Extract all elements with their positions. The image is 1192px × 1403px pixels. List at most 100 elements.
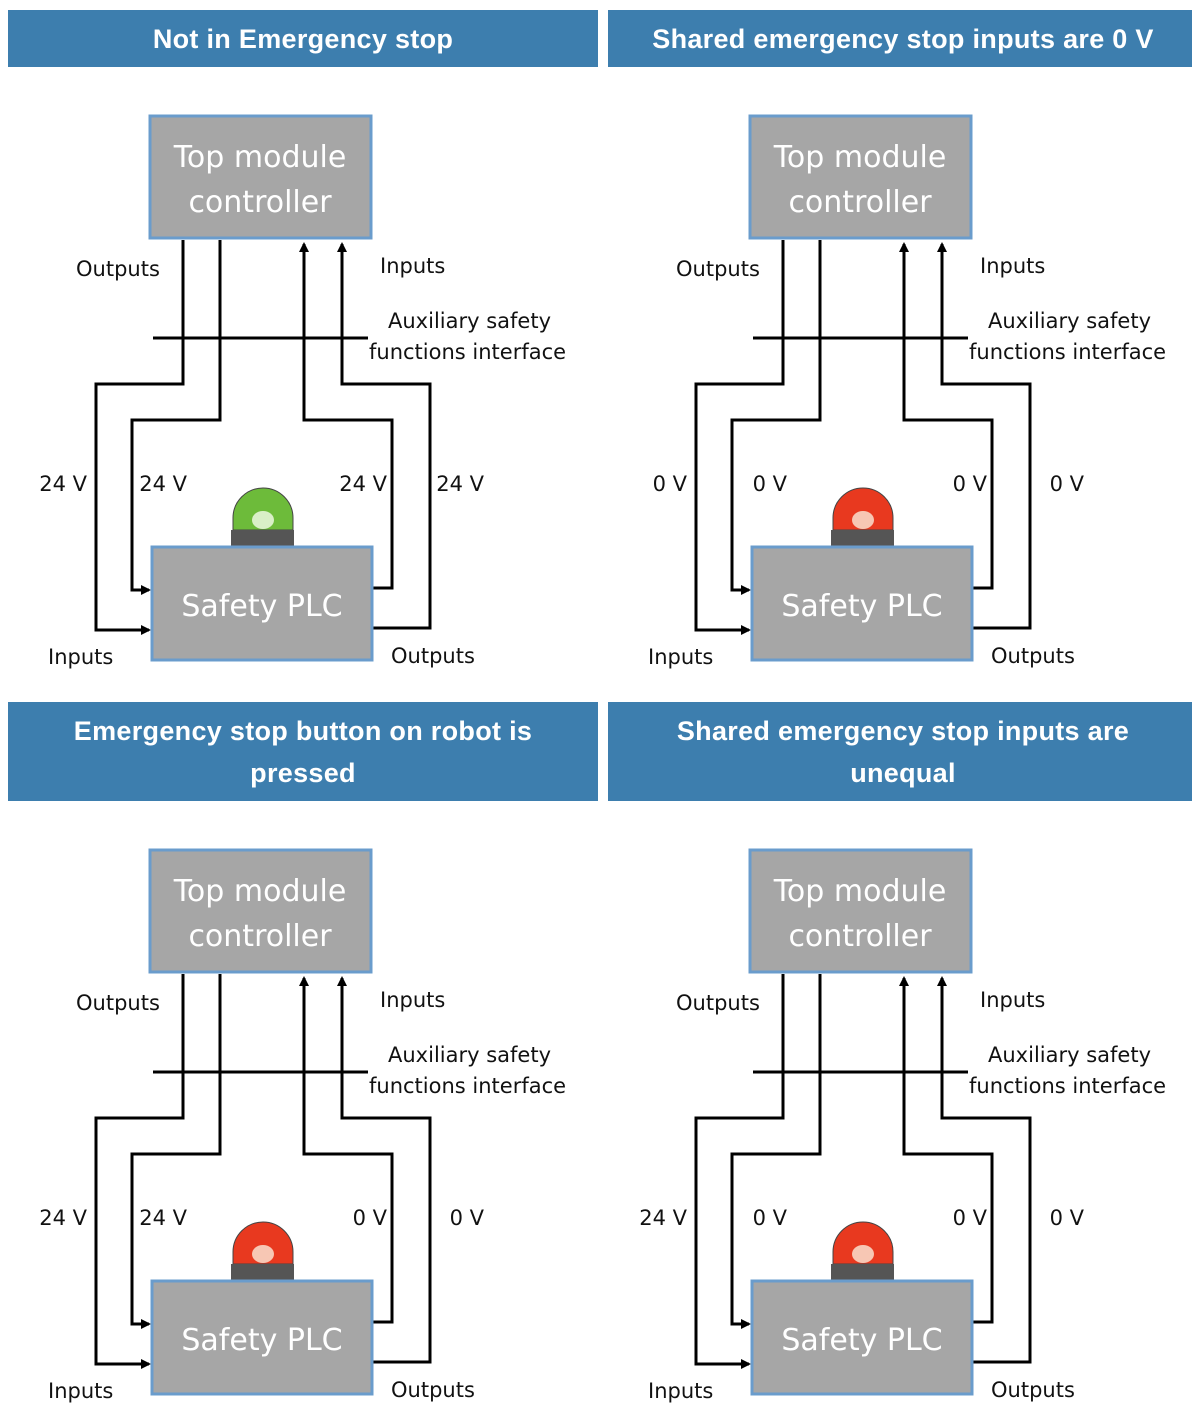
beacon-highlight bbox=[252, 1245, 274, 1263]
aux-label-line1: Auxiliary safety bbox=[988, 309, 1151, 333]
voltage-label-4: 0 V bbox=[450, 1206, 485, 1230]
beacon-highlight bbox=[852, 511, 874, 529]
output-wire-2 bbox=[130, 240, 222, 595]
top-box-label-line1: Top module bbox=[773, 874, 947, 909]
diagram-panel-not-in-estop: Not in Emergency stop Top module controll… bbox=[0, 0, 600, 702]
safety-plc-box bbox=[750, 1279, 974, 1396]
safety-plc-label: Safety PLC bbox=[181, 589, 342, 624]
beacon-light-icon bbox=[232, 1221, 294, 1265]
plc-inputs-label: Inputs bbox=[648, 1379, 713, 1403]
safety-plc-label: Safety PLC bbox=[781, 589, 942, 624]
voltage-label-3: 0 V bbox=[953, 472, 988, 496]
beacon-light-icon bbox=[832, 487, 894, 531]
safety-plc-box bbox=[150, 545, 374, 662]
beacon-highlight bbox=[252, 511, 274, 529]
safety-plc-label: Safety PLC bbox=[781, 1323, 942, 1358]
panel-title: Emergency stop button on robot is presse… bbox=[8, 702, 598, 801]
diagram-panel-robot-estop-pressed: Emergency stop button on robot is presse… bbox=[0, 692, 600, 1403]
output-wire-1 bbox=[94, 974, 185, 1369]
plc-outputs-label: Outputs bbox=[991, 644, 1075, 668]
top-inputs-label: Inputs bbox=[380, 988, 445, 1012]
top-box-label-line2: controller bbox=[188, 919, 332, 954]
top-inputs-label: Inputs bbox=[380, 254, 445, 278]
plc-inputs-label: Inputs bbox=[648, 645, 713, 669]
plc-outputs-label: Outputs bbox=[991, 1378, 1075, 1402]
voltage-label-3: 0 V bbox=[353, 1206, 388, 1230]
top-box-label-line1: Top module bbox=[173, 874, 347, 909]
top-module-controller-box bbox=[148, 848, 373, 974]
output-wire-2 bbox=[730, 974, 822, 1329]
plc-inputs-label: Inputs bbox=[48, 645, 113, 669]
aux-label-line2: functions interface bbox=[969, 340, 1166, 364]
top-inputs-label: Inputs bbox=[980, 254, 1045, 278]
input-wire-1 bbox=[299, 242, 394, 590]
safety-plc-box bbox=[750, 545, 974, 662]
top-outputs-label: Outputs bbox=[676, 991, 760, 1015]
top-inputs-label: Inputs bbox=[980, 988, 1045, 1012]
voltage-label-1: 0 V bbox=[653, 472, 688, 496]
voltage-label-1: 24 V bbox=[639, 1206, 687, 1230]
safety-plc-label: Safety PLC bbox=[181, 1323, 342, 1358]
beacon-base bbox=[231, 530, 294, 547]
top-module-controller-box bbox=[748, 114, 973, 240]
top-outputs-label: Outputs bbox=[76, 257, 160, 281]
input-wire-1 bbox=[299, 976, 394, 1324]
aux-label-line2: functions interface bbox=[369, 340, 566, 364]
beacon-highlight bbox=[852, 1245, 874, 1263]
output-wire-2 bbox=[130, 974, 222, 1329]
top-box-label-line1: Top module bbox=[773, 140, 947, 175]
voltage-label-4: 0 V bbox=[1050, 1206, 1085, 1230]
plc-inputs-label: Inputs bbox=[48, 1379, 113, 1403]
voltage-label-2: 24 V bbox=[139, 1206, 187, 1230]
beacon-base bbox=[831, 530, 894, 547]
beacon-base bbox=[231, 1264, 294, 1281]
aux-label-line2: functions interface bbox=[369, 1074, 566, 1098]
top-box-label-line2: controller bbox=[788, 919, 932, 954]
aux-label-line1: Auxiliary safety bbox=[388, 1043, 551, 1067]
plc-outputs-label: Outputs bbox=[391, 1378, 475, 1402]
voltage-label-3: 0 V bbox=[953, 1206, 988, 1230]
voltage-label-3: 24 V bbox=[339, 472, 387, 496]
aux-label-line1: Auxiliary safety bbox=[388, 309, 551, 333]
top-box-label-line2: controller bbox=[188, 185, 332, 220]
beacon-base bbox=[831, 1264, 894, 1281]
plc-outputs-label: Outputs bbox=[391, 644, 475, 668]
input-wire-1 bbox=[899, 976, 994, 1324]
output-wire-2 bbox=[730, 240, 822, 595]
top-box-label-line1: Top module bbox=[173, 140, 347, 175]
voltage-label-2: 0 V bbox=[753, 1206, 788, 1230]
panel-title: Shared emergency stop inputs are 0 V bbox=[608, 10, 1192, 67]
voltage-label-4: 0 V bbox=[1050, 472, 1085, 496]
voltage-label-4: 24 V bbox=[436, 472, 484, 496]
output-wire-1 bbox=[694, 974, 785, 1369]
output-wire-1 bbox=[94, 240, 185, 635]
voltage-label-2: 0 V bbox=[753, 472, 788, 496]
voltage-label-1: 24 V bbox=[39, 472, 87, 496]
top-outputs-label: Outputs bbox=[676, 257, 760, 281]
output-wire-1 bbox=[694, 240, 785, 635]
input-wire-1 bbox=[899, 242, 994, 590]
voltage-label-1: 24 V bbox=[39, 1206, 87, 1230]
aux-label-line2: functions interface bbox=[969, 1074, 1166, 1098]
diagram-panel-shared-inputs-0v: Shared emergency stop inputs are 0 V Top… bbox=[600, 0, 1192, 702]
top-module-controller-box bbox=[748, 848, 973, 974]
panel-title: Not in Emergency stop bbox=[8, 10, 598, 67]
top-module-controller-box bbox=[148, 114, 373, 240]
aux-label-line1: Auxiliary safety bbox=[988, 1043, 1151, 1067]
panel-title: Shared emergency stop inputs are unequal bbox=[608, 702, 1192, 801]
top-box-label-line2: controller bbox=[788, 185, 932, 220]
diagram-panel-shared-inputs-unequal: Shared emergency stop inputs are unequal… bbox=[600, 692, 1192, 1403]
safety-plc-box bbox=[150, 1279, 374, 1396]
beacon-light-icon bbox=[832, 1221, 894, 1265]
voltage-label-2: 24 V bbox=[139, 472, 187, 496]
top-outputs-label: Outputs bbox=[76, 991, 160, 1015]
beacon-light-icon bbox=[232, 487, 294, 531]
